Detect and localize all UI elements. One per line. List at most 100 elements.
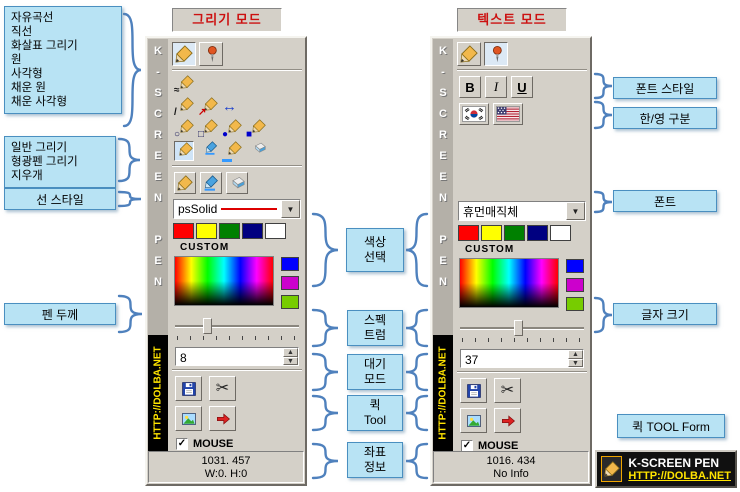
quick-tool-form[interactable]: K-SCREEN PEN HTTP://DOLBA.NET (595, 450, 737, 488)
save-button[interactable] (175, 376, 202, 401)
pin-button[interactable] (199, 42, 223, 66)
eraser-button[interactable] (226, 172, 248, 194)
brace-quicktool-left (311, 394, 339, 432)
slider-thumb[interactable] (203, 318, 212, 334)
palette-green[interactable] (504, 225, 525, 241)
palette-navy[interactable] (242, 223, 263, 239)
color-spectrum[interactable] (174, 256, 274, 306)
capture-image-button[interactable] (460, 408, 487, 433)
panel-content: ≈ / ↗ ↔ ○ □ ● ■ psSolid ▼ (168, 39, 306, 451)
italic-button[interactable]: I (485, 76, 507, 98)
pencil-icon (228, 119, 242, 133)
pen-mode-button[interactable] (457, 42, 481, 66)
swatch-blue[interactable] (281, 257, 299, 271)
capture-image-button[interactable] (175, 406, 202, 431)
straight-line-tool[interactable]: / (174, 97, 194, 118)
save-button[interactable] (460, 378, 487, 403)
mouse-option: ✓ MOUSE (461, 439, 589, 451)
double-arrow-tool[interactable]: ↔ (222, 97, 242, 117)
status-coordinates: 1031. 457 (201, 454, 251, 467)
swatch-magenta[interactable] (281, 276, 299, 290)
cut-button[interactable]: ✂ (494, 378, 521, 403)
panel-url-link[interactable]: HTTP://DOLBA.NET (152, 346, 164, 440)
arrow-tool[interactable]: ↗ (198, 97, 218, 118)
font-value: 휴먼매직체 (463, 204, 519, 219)
tool-row-shapes: ○ □ ● ■ (174, 118, 304, 140)
top-toolbar (457, 42, 589, 66)
free-curve-tool[interactable]: ≈ (174, 75, 194, 96)
separator (172, 369, 302, 371)
quick-form-url-link[interactable]: HTTP://DOLBA.NET (628, 469, 731, 482)
bold-button[interactable]: B (459, 76, 481, 98)
english-input-button[interactable] (493, 103, 523, 125)
eraser-small-tool[interactable] (246, 141, 266, 161)
korea-flag-icon (462, 106, 486, 122)
pencil-icon (204, 119, 218, 133)
filled-rect-tool[interactable]: ■ (246, 119, 266, 140)
font-size-slider[interactable] (460, 319, 584, 343)
spin-down-button[interactable]: ▼ (568, 358, 583, 367)
chevron-down-icon: ▼ (571, 206, 580, 216)
color-palette (173, 223, 301, 239)
spin-up-button[interactable]: ▲ (283, 348, 298, 357)
check-icon: ✓ (177, 438, 187, 449)
quick-form-title: K-SCREEN PEN (628, 455, 720, 470)
underline-button[interactable]: U (511, 76, 533, 98)
normal-draw-button[interactable] (174, 172, 196, 194)
blue-pen-tool[interactable] (222, 141, 242, 162)
mouse-checkbox[interactable]: ✓ (461, 440, 473, 451)
swatch-blue[interactable] (566, 259, 584, 273)
spin-up-button[interactable]: ▲ (568, 350, 583, 359)
palette-yellow[interactable] (196, 223, 217, 239)
language-row (459, 102, 589, 126)
panel-url-link[interactable]: HTTP://DOLBA.NET (437, 346, 449, 440)
brace-line-style (117, 190, 142, 208)
swatch-green[interactable] (281, 295, 299, 309)
exit-standby-button[interactable] (494, 408, 521, 433)
korean-input-button[interactable] (459, 103, 489, 125)
filled-circle-tool[interactable]: ● (222, 119, 242, 140)
cut-button[interactable]: ✂ (209, 376, 236, 401)
blue-ink-mark (222, 159, 232, 162)
app-icon-tile (601, 456, 623, 482)
spin-up-icon: ▲ (287, 349, 294, 356)
palette-yellow[interactable] (481, 225, 502, 241)
dropdown-button[interactable]: ▼ (281, 200, 300, 218)
separator (172, 165, 302, 167)
palette-white[interactable] (550, 225, 571, 241)
pen-width-spinner[interactable]: 8 ▲ ▼ (175, 347, 299, 366)
palette-white[interactable] (265, 223, 286, 239)
color-spectrum[interactable] (459, 258, 559, 308)
line-style-dropdown[interactable]: psSolid ▼ (173, 199, 301, 219)
panel-url-strip: HTTP://DOLBA.NET (148, 335, 168, 451)
highlighter-tool[interactable] (198, 141, 218, 161)
pen-mode-button[interactable] (172, 42, 196, 66)
highlighter-draw-button[interactable] (200, 172, 222, 194)
mouse-label: MOUSE (478, 440, 519, 451)
rect-tool[interactable]: □ (198, 119, 218, 140)
empty-area (455, 126, 589, 198)
pen-width-slider[interactable] (175, 317, 299, 341)
line-style-value: psSolid (178, 202, 218, 216)
circle-tool[interactable]: ○ (174, 119, 194, 140)
font-dropdown[interactable]: 휴먼매직체 ▼ (458, 201, 586, 221)
mouse-checkbox[interactable]: ✓ (176, 438, 188, 450)
slider-thumb[interactable] (514, 320, 523, 336)
spin-down-button[interactable]: ▼ (283, 356, 298, 365)
callout-pen-width: 펜 두께 (4, 303, 116, 325)
pin-button[interactable] (484, 42, 508, 66)
palette-navy[interactable] (527, 225, 548, 241)
dropdown-button[interactable]: ▼ (566, 202, 585, 220)
palette-red[interactable] (458, 225, 479, 241)
swatch-green[interactable] (566, 297, 584, 311)
exit-standby-button[interactable] (209, 406, 236, 431)
brace-coords-right (405, 442, 429, 480)
spin-down-icon: ▼ (287, 357, 294, 365)
brace-font-size (593, 296, 613, 334)
palette-green[interactable] (219, 223, 240, 239)
normal-pen-tool[interactable] (174, 141, 194, 161)
palette-red[interactable] (173, 223, 194, 239)
color-palette (458, 225, 586, 241)
swatch-magenta[interactable] (566, 278, 584, 292)
font-size-spinner[interactable]: 37 ▲ ▼ (460, 349, 584, 368)
